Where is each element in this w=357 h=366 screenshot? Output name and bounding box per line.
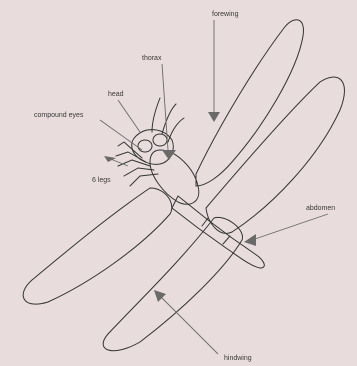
- hindwing-left: [103, 217, 242, 350]
- hindwing-label: hindwing: [224, 355, 252, 362]
- head-label: head: [108, 91, 124, 98]
- leg: [118, 160, 150, 166]
- thorax-label: thorax: [142, 55, 162, 62]
- thorax-body: [150, 150, 199, 204]
- legs-leader: [108, 158, 128, 166]
- abdomen-label: abdomen: [306, 205, 335, 212]
- forewing-left: [23, 188, 172, 304]
- legs-label: 6 legs: [92, 177, 111, 184]
- compound-eye-right: [153, 134, 167, 146]
- compound-eyes-leader: [100, 120, 142, 150]
- head-leader: [118, 100, 140, 132]
- leg: [152, 98, 160, 132]
- hindwing-leader: [160, 296, 218, 354]
- thorax-arrowhead: [162, 150, 176, 160]
- abdomen-leader: [252, 214, 328, 240]
- abdomen-segment: [223, 236, 230, 244]
- abdomen-segment: [202, 218, 208, 226]
- forewing-arrowhead: [208, 112, 220, 122]
- forewing-right: [196, 20, 303, 186]
- compound-eyes-label: compound eyes: [34, 112, 84, 119]
- abdomen-body: [172, 196, 264, 268]
- compound-eye-left: [138, 140, 152, 152]
- thorax-leader: [162, 64, 168, 150]
- forewing-label: forewing: [212, 11, 239, 18]
- abdomen-arrowhead: [244, 234, 256, 246]
